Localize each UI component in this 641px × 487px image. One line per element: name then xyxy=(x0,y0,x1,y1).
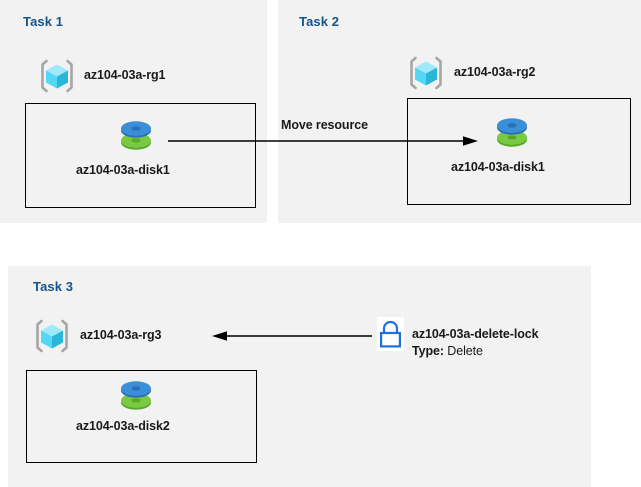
padlock-icon xyxy=(377,317,404,351)
resource-group-cube-icon xyxy=(32,316,72,356)
move-resource-label: Move resource xyxy=(281,118,368,132)
managed-disk-icon xyxy=(118,116,154,154)
task1-title: Task 1 xyxy=(23,14,64,29)
resource-group-cube-icon xyxy=(406,53,446,93)
task1-resource-box xyxy=(25,103,256,208)
task3-title: Task 3 xyxy=(33,279,74,294)
task2-resource-group-label: az104-03a-rg2 xyxy=(454,65,536,79)
task2-title: Task 2 xyxy=(299,14,340,29)
delete-lock-type-label: Type: Delete xyxy=(412,344,483,358)
delete-lock-type-key: Type: xyxy=(412,344,444,358)
task2-resource-box xyxy=(407,98,631,205)
delete-lock-arrow xyxy=(212,327,372,345)
move-resource-arrow xyxy=(168,132,478,150)
task3-resource-label: az104-03a-disk2 xyxy=(76,419,170,433)
task1-resource-group-label: az104-03a-rg1 xyxy=(84,68,166,82)
task3-resource-group-label: az104-03a-rg3 xyxy=(80,328,162,342)
task1-resource-label: az104-03a-disk1 xyxy=(76,163,170,177)
delete-lock-type-value: Delete xyxy=(447,344,483,358)
task2-resource-label: az104-03a-disk1 xyxy=(451,160,545,174)
managed-disk-icon xyxy=(118,376,154,414)
resource-group-cube-icon xyxy=(37,56,77,96)
delete-lock-name-label: az104-03a-delete-lock xyxy=(412,327,539,341)
managed-disk-icon xyxy=(494,113,530,151)
